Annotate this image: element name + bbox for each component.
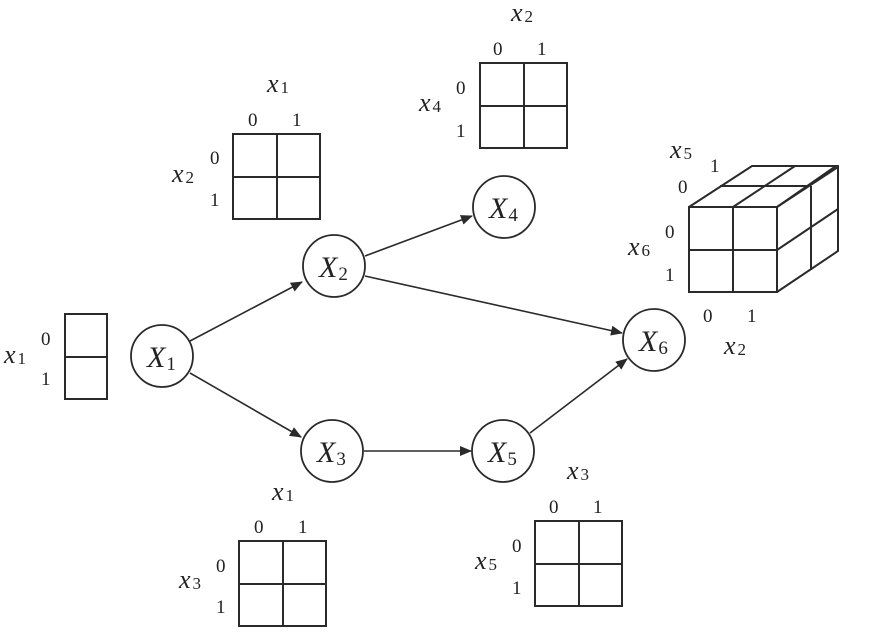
col-tick-0: 0 <box>248 110 258 131</box>
row-tick-1: 1 <box>216 597 226 618</box>
node-circle <box>472 175 536 239</box>
col-tick-0: 0 <box>254 517 264 538</box>
node-label: X5 <box>487 436 517 470</box>
row-tick-0: 0 <box>210 148 220 169</box>
node-label: X1 <box>146 341 176 375</box>
col-tick-1: 1 <box>292 110 302 131</box>
node-circle <box>471 419 535 483</box>
cube-right-divider-h <box>776 208 839 251</box>
row-tick-0: 0 <box>456 78 466 99</box>
node-circle <box>300 419 364 483</box>
node-x3: X3 <box>300 419 364 483</box>
col-tick-1: 1 <box>747 306 757 327</box>
edge-x1-x2 <box>189 281 303 342</box>
node-circle <box>130 324 194 388</box>
node-label: X4 <box>488 192 518 226</box>
edge-x1-x3 <box>189 372 302 438</box>
cube-top-divider-col <box>732 165 796 208</box>
edge-x2-x6 <box>364 275 623 336</box>
col-tick-1: 1 <box>298 517 308 538</box>
node-x6: X6 <box>622 308 686 372</box>
node-x1: X1 <box>130 324 194 388</box>
depth-tick-1: 1 <box>710 156 720 177</box>
node-label: X6 <box>638 325 668 359</box>
col-tick-0: 0 <box>493 39 503 60</box>
edge-x2-x4 <box>364 215 473 257</box>
row-tick-0: 0 <box>41 329 51 350</box>
edge-x5-x6 <box>529 358 628 434</box>
row-tick-1: 1 <box>512 578 522 599</box>
col-tick-0: 0 <box>703 306 713 327</box>
row-tick-1: 1 <box>665 265 675 286</box>
node-x4: X4 <box>472 175 536 239</box>
node-circle <box>302 234 366 298</box>
col-tick-0: 0 <box>549 497 559 518</box>
col-tick-1: 1 <box>537 39 547 60</box>
depth-tick-0: 0 <box>678 177 688 198</box>
row-tick-1: 1 <box>210 190 220 211</box>
row-tick-1: 1 <box>41 369 51 390</box>
col-tick-1: 1 <box>593 497 603 518</box>
row-tick-1: 1 <box>456 121 466 142</box>
node-x5: X5 <box>471 419 535 483</box>
node-x2: X2 <box>302 234 366 298</box>
row-tick-0: 0 <box>216 556 226 577</box>
node-circle <box>622 308 686 372</box>
row-tick-0: 0 <box>512 536 522 557</box>
node-label: X2 <box>318 251 348 285</box>
edges <box>189 215 628 456</box>
node-label: X3 <box>316 436 346 470</box>
row-tick-0: 0 <box>665 222 675 243</box>
